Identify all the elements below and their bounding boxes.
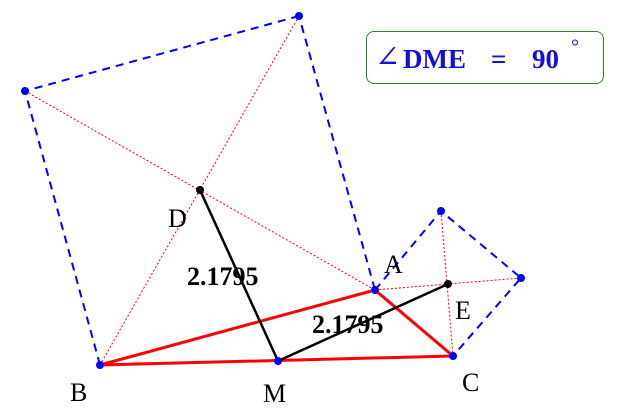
point-square-left[interactable] — [21, 87, 29, 95]
length-me: 2.1795 — [312, 310, 384, 339]
label-b: B — [70, 378, 88, 407]
angle-icon: ∠ — [375, 41, 401, 74]
degree-unit: ° — [571, 36, 579, 58]
label-d: D — [168, 204, 187, 233]
label-m: M — [263, 379, 287, 408]
point-small-top[interactable] — [437, 207, 445, 215]
center-points — [196, 186, 452, 288]
angle-value: 90 — [532, 44, 559, 74]
label-e: E — [455, 296, 471, 325]
point-a[interactable] — [371, 286, 379, 294]
point-small-right[interactable] — [517, 274, 525, 282]
point-d[interactable] — [196, 186, 204, 194]
angle-name: DME — [403, 44, 466, 74]
point-c[interactable] — [449, 352, 457, 360]
triangle-abc — [99, 288, 457, 367]
vertex-points — [21, 12, 525, 369]
point-b[interactable] — [96, 361, 104, 369]
label-a: A — [384, 250, 403, 279]
point-e[interactable] — [444, 280, 452, 288]
length-dm: 2.1795 — [187, 262, 259, 291]
label-c: C — [462, 368, 480, 397]
angle-measure-box[interactable]: ∠ DME = 90 ° — [366, 31, 604, 84]
segments-dm-me — [198, 189, 449, 363]
point-square-top[interactable] — [295, 12, 303, 20]
square-on-ab — [23, 14, 377, 367]
point-m[interactable] — [274, 357, 282, 365]
angle-equals: = — [491, 44, 507, 74]
